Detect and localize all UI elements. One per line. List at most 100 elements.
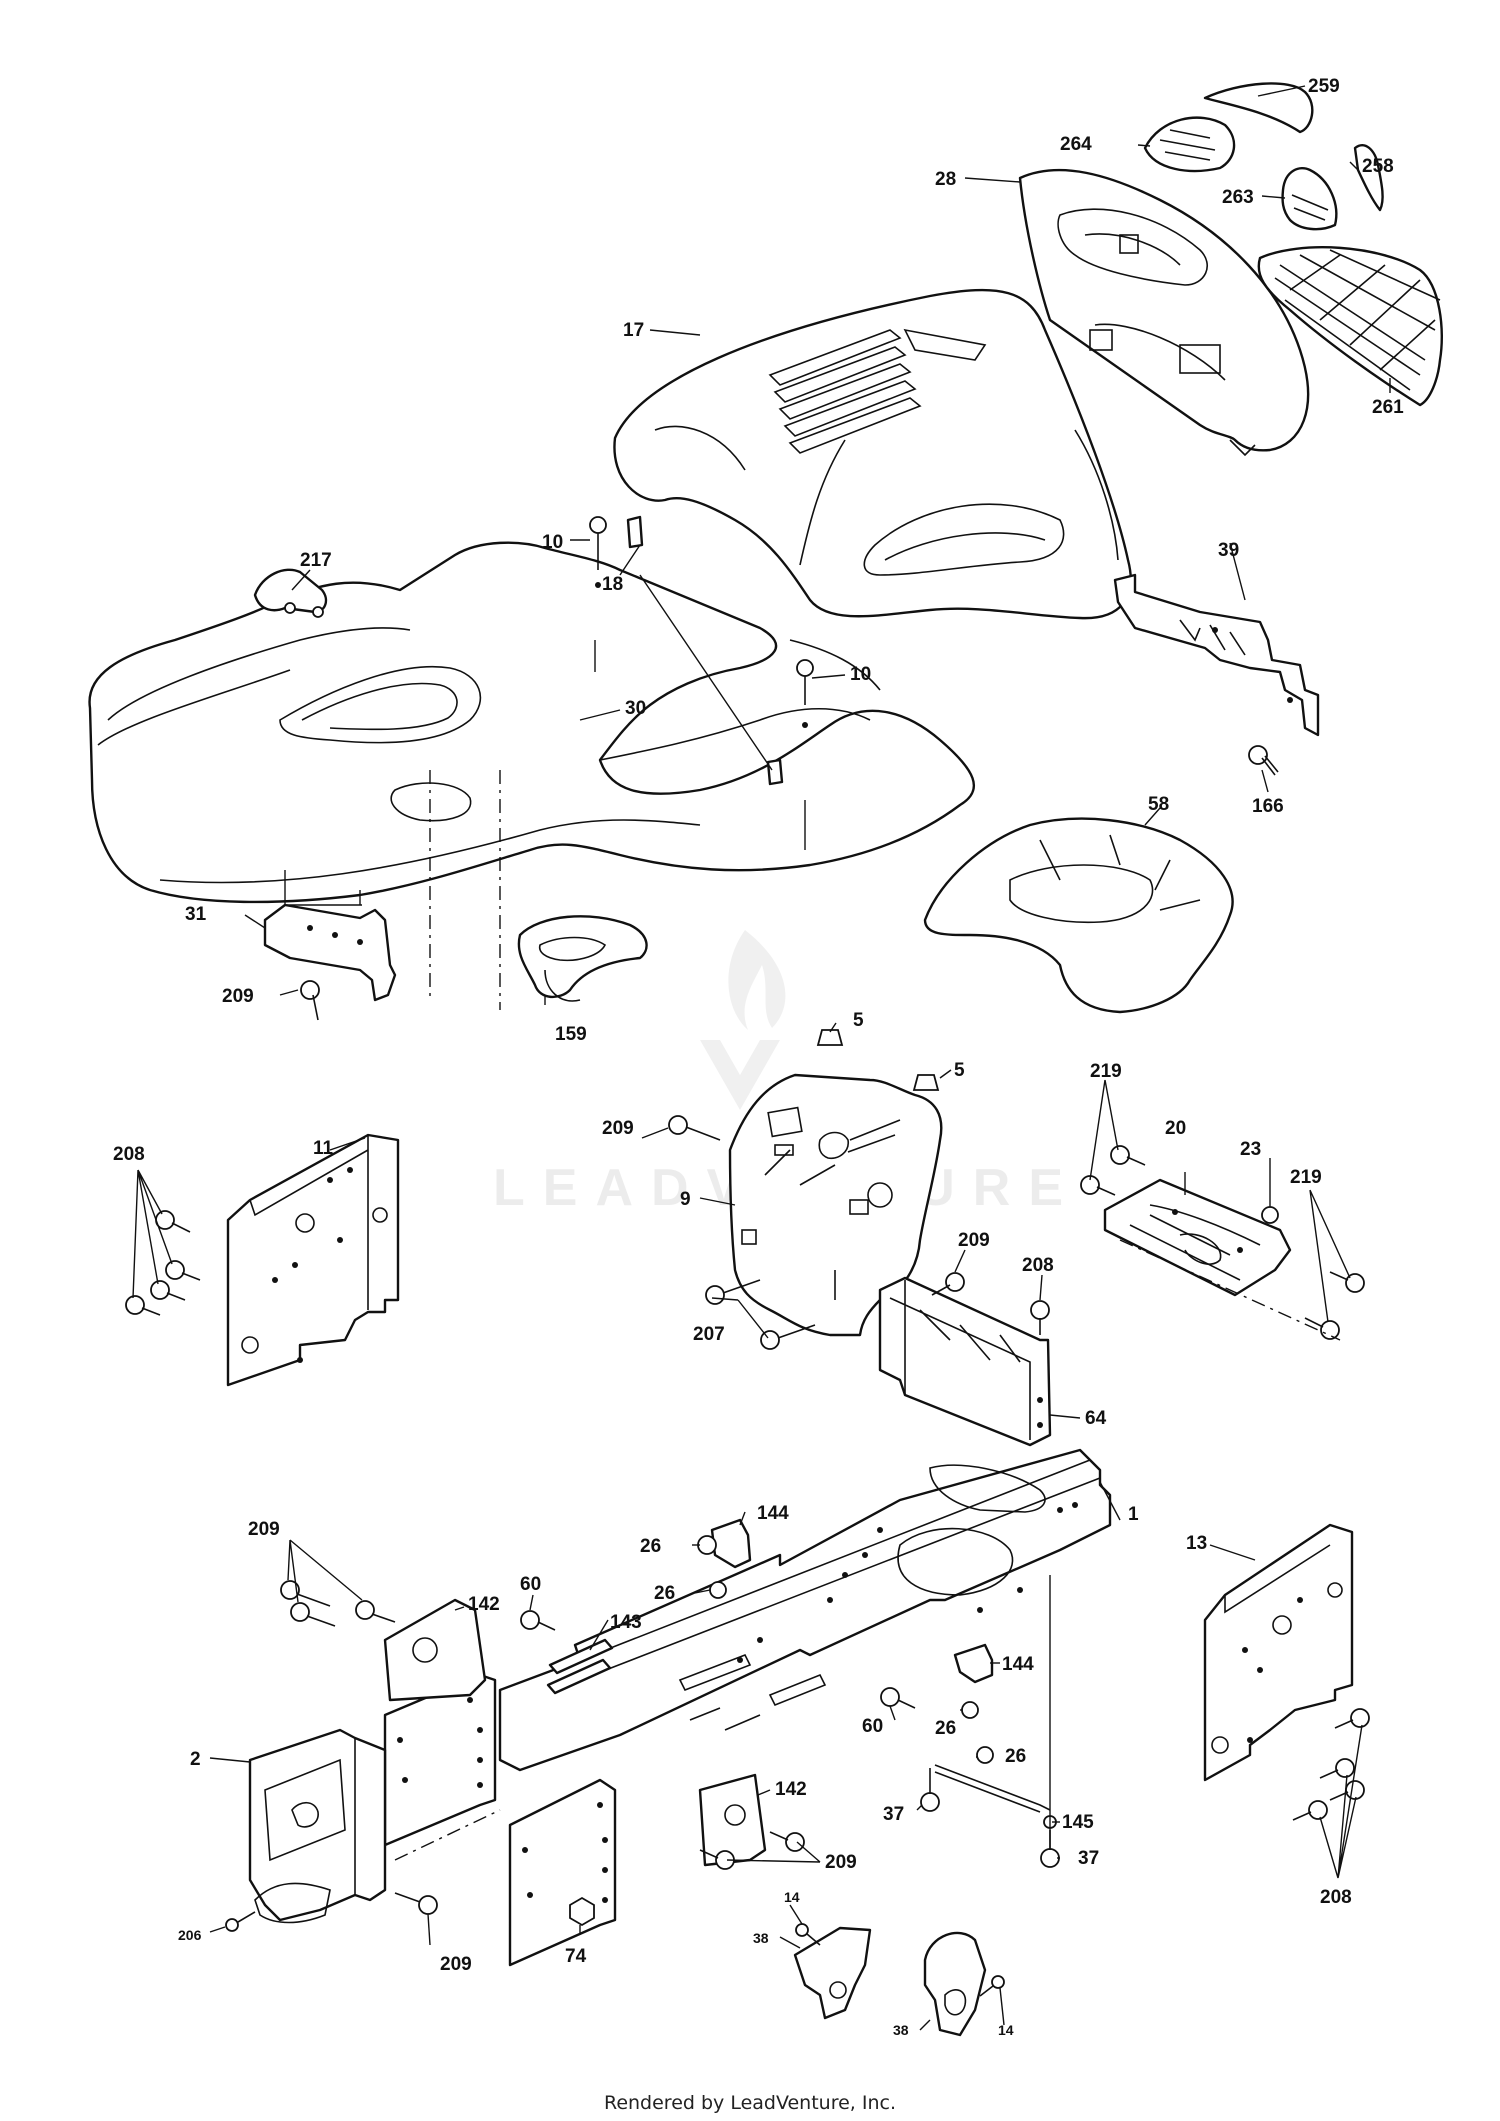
part-13 <box>1203 1523 1354 1782</box>
rod-145 <box>934 1764 1057 1829</box>
callout-26-b: 26 <box>654 1583 675 1604</box>
callout-38-a: 38 <box>753 1930 769 1946</box>
callout-208-a: 208 <box>113 1144 145 1165</box>
callout-13: 13 <box>1186 1533 1207 1554</box>
part-144-a <box>710 1518 752 1569</box>
part-11 <box>226 1133 400 1387</box>
callout-264: 264 <box>1060 134 1092 155</box>
part-258 <box>1353 143 1384 212</box>
callout-64: 64 <box>1085 1408 1107 1429</box>
part-143 <box>546 1638 614 1695</box>
callout-219-b: 219 <box>1290 1167 1322 1188</box>
callout-159: 159 <box>555 1024 587 1045</box>
bolts-219 <box>1080 1145 1365 1340</box>
bolts-209-e <box>699 1831 805 1870</box>
bolt-209-f <box>394 1892 438 1915</box>
callout-143: 143 <box>610 1612 642 1633</box>
callout-37-a: 37 <box>883 1804 904 1825</box>
callout-18: 18 <box>602 574 623 595</box>
callout-10-b: 10 <box>850 664 871 685</box>
part-259 <box>1203 82 1314 134</box>
callout-28: 28 <box>935 169 956 190</box>
callout-259: 259 <box>1308 76 1340 97</box>
leader-lines <box>132 85 1391 2031</box>
bolts-209-d <box>280 1580 396 1627</box>
part-dash-panel <box>88 541 976 904</box>
callout-23: 23 <box>1240 1139 1261 1160</box>
bolts-10 <box>589 516 814 728</box>
callout-5-b: 5 <box>954 1060 965 1081</box>
nuts-26 <box>697 1535 994 1764</box>
bolt-209-a <box>300 980 320 1021</box>
part-grille-mesh <box>1257 246 1443 407</box>
callout-261: 261 <box>1372 397 1404 418</box>
part-hood <box>613 288 1132 620</box>
callout-31: 31 <box>185 904 207 925</box>
hood-vents <box>768 328 987 454</box>
callout-263: 263 <box>1222 187 1254 208</box>
callout-39: 39 <box>1218 540 1239 561</box>
callout-142-b: 142 <box>775 1779 807 1800</box>
callout-26-a: 26 <box>640 1536 661 1557</box>
bolt-209-b <box>668 1115 721 1141</box>
callout-labels: 259 264 258 28 263 17 261 10 217 18 39 1… <box>113 76 1404 2038</box>
callout-9: 9 <box>680 1189 691 1210</box>
callout-258: 258 <box>1362 156 1394 177</box>
callout-209-d: 209 <box>248 1519 280 1540</box>
callout-207: 207 <box>693 1324 725 1345</box>
part-38-b <box>923 1931 987 2037</box>
bolt-166 <box>1248 745 1279 776</box>
callout-145: 145 <box>1062 1812 1094 1833</box>
part-263 <box>1281 167 1338 231</box>
part-142-a <box>383 1598 487 1702</box>
callout-219-a: 219 <box>1090 1061 1122 1082</box>
bolts-208-a <box>125 1210 201 1316</box>
callout-11: 11 <box>313 1138 334 1159</box>
callout-209-e: 209 <box>825 1852 857 1873</box>
bolts-207 <box>705 1279 816 1350</box>
callout-166: 166 <box>1252 796 1284 817</box>
callout-209-a: 209 <box>222 986 254 1007</box>
nut-74 <box>569 1896 595 1927</box>
callout-60-b: 60 <box>862 1716 883 1737</box>
callout-17: 17 <box>623 320 644 341</box>
callout-14-a: 14 <box>784 1889 800 1905</box>
part-142-b <box>698 1773 767 1867</box>
callout-209-b: 209 <box>602 1118 634 1139</box>
callout-208-c: 208 <box>1320 1887 1352 1908</box>
callout-144-b: 144 <box>1002 1654 1034 1675</box>
callout-26-c: 26 <box>935 1718 956 1739</box>
callout-5-a: 5 <box>853 1010 864 1031</box>
bolt-206 <box>225 1911 256 1932</box>
part-264 <box>1143 116 1236 173</box>
callout-58: 58 <box>1148 794 1169 815</box>
part-64 <box>878 1276 1052 1447</box>
callout-2: 2 <box>190 1749 201 1770</box>
callout-217: 217 <box>300 550 332 571</box>
callout-208-b: 208 <box>1022 1255 1054 1276</box>
callout-10-a: 10 <box>542 532 563 553</box>
part-dash-strip-18 <box>626 515 784 786</box>
bolts-37 <box>920 1768 1060 1868</box>
part-31 <box>263 903 397 1002</box>
callout-60-a: 60 <box>520 1574 541 1595</box>
callout-20: 20 <box>1165 1118 1186 1139</box>
part-9 <box>728 1073 943 1337</box>
bolt-209-c <box>931 1272 965 1296</box>
footer-credit: Rendered by LeadVenture, Inc. <box>603 2092 897 2114</box>
callout-144-a: 144 <box>757 1503 789 1524</box>
part-hood-bracket <box>1113 573 1320 737</box>
callout-206: 206 <box>178 1927 202 1943</box>
part-217-latch <box>253 568 328 618</box>
callout-30: 30 <box>625 698 646 719</box>
bolt-208-b <box>1030 1300 1050 1335</box>
part-58 <box>923 817 1234 1014</box>
part-144-b <box>953 1643 994 1684</box>
bolts-14 <box>795 1923 1005 1997</box>
callout-74: 74 <box>565 1946 587 1967</box>
callout-14-b: 14 <box>998 2022 1014 2038</box>
part-2 <box>248 1728 387 1924</box>
bolts-60 <box>520 1610 916 1709</box>
callout-1: 1 <box>1128 1504 1139 1525</box>
